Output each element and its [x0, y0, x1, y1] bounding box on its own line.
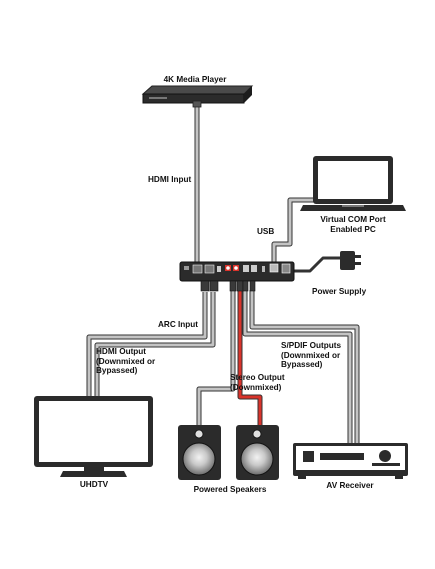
spdif-line3: Bypassed): [281, 360, 323, 369]
av-receiver-label: AV Receiver: [326, 481, 374, 490]
spdif-line1: S/PDIF Outputs: [281, 341, 342, 350]
hdmi-output-line2: (Downmixed or: [96, 356, 156, 366]
media-player-label: 4K Media Player: [163, 75, 227, 84]
uhdtv-label: UHDTV: [79, 480, 109, 489]
power-supply-device: [340, 251, 361, 270]
media-player-device: [141, 85, 254, 108]
cables: [86, 106, 360, 443]
powered-speakers-label: Powered Speakers: [193, 485, 267, 494]
hdmi-output-label: HDMI Output (Downmixed or Bypassed): [96, 347, 155, 376]
stereo-line1: Stereo Output: [230, 373, 285, 382]
powered-speakers-device: [178, 425, 279, 480]
hdmi-input-label: HDMI Input: [148, 175, 192, 184]
stereo-output-label: Stereo Output (Downmixed): [230, 373, 285, 392]
power-cable: [292, 256, 340, 273]
uhdtv-device: [34, 396, 153, 477]
av-receiver-device: [293, 443, 408, 479]
audio-extractor-device: [179, 261, 295, 292]
stereo-line2: (Downmixed): [230, 382, 282, 392]
power-supply-label: Power Supply: [312, 287, 367, 296]
hdmi-output-line1: HDMI Output: [96, 347, 147, 356]
spdif-outputs-label: S/PDIF Outputs (Downmixed or Bypassed): [281, 341, 341, 370]
pc-label: Virtual COM Port Enabled PC: [306, 215, 400, 234]
arc-input-label: ARC Input: [158, 320, 199, 329]
usb-label: USB: [257, 227, 275, 236]
spdif-line2: (Downmixed or: [281, 350, 341, 360]
laptop-pc-device: [300, 156, 406, 211]
hdmi-output-line3: Bypassed): [96, 366, 138, 375]
pc-label-line2: Enabled PC: [330, 224, 376, 234]
pc-label-line1: Virtual COM Port: [320, 215, 386, 224]
